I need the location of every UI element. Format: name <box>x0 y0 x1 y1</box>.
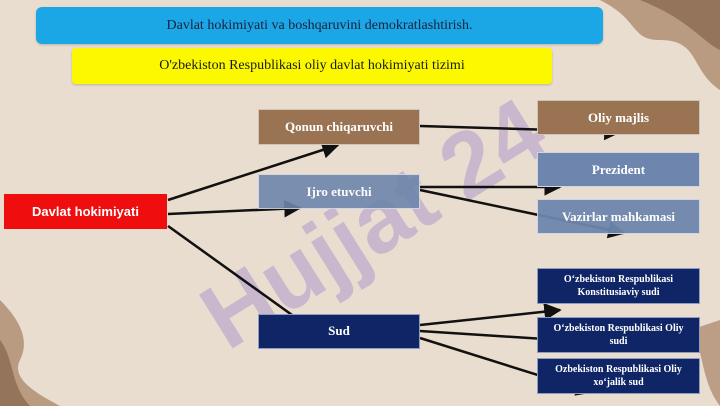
node-sud: Sud <box>258 314 420 349</box>
node-oliy-xojalik-sud: Ozbekiston Respublikasi Oliy xo‘jalik su… <box>537 358 700 394</box>
arrow-root-to-legislative <box>167 141 340 202</box>
node-oliy-majlis: Oliy majlis <box>537 100 700 135</box>
node-vazirlar-mahkamasi: Vazirlar mahkamasi <box>537 199 700 234</box>
node-konstitutsiyaviy-sud: O‘zbekiston Respublikasi Konstitusiaviy … <box>537 268 700 304</box>
node-prezident: Prezident <box>537 152 700 187</box>
arrow-root-to-executive <box>167 199 302 218</box>
arrow-to-konstitutsiyaviy <box>419 302 562 327</box>
node-davlat-hokimiyati: Davlat hokimiyati <box>4 194 167 229</box>
node-oliy-sud: O‘zbekiston Respublikasi Oliy sudi <box>537 317 700 353</box>
node-ijro-etuvchi: Ijro etuvchi <box>258 174 420 209</box>
slide-title: Davlat hokimiyati va boshqaruvini demokr… <box>36 7 603 44</box>
slide-subtitle: O'zbekiston Respublikasi oliy davlat hok… <box>72 48 552 84</box>
arrow-to-oliy-sud <box>419 329 562 348</box>
node-qonun-chiqaruvchi: Qonun chiqaruvchi <box>258 109 420 145</box>
